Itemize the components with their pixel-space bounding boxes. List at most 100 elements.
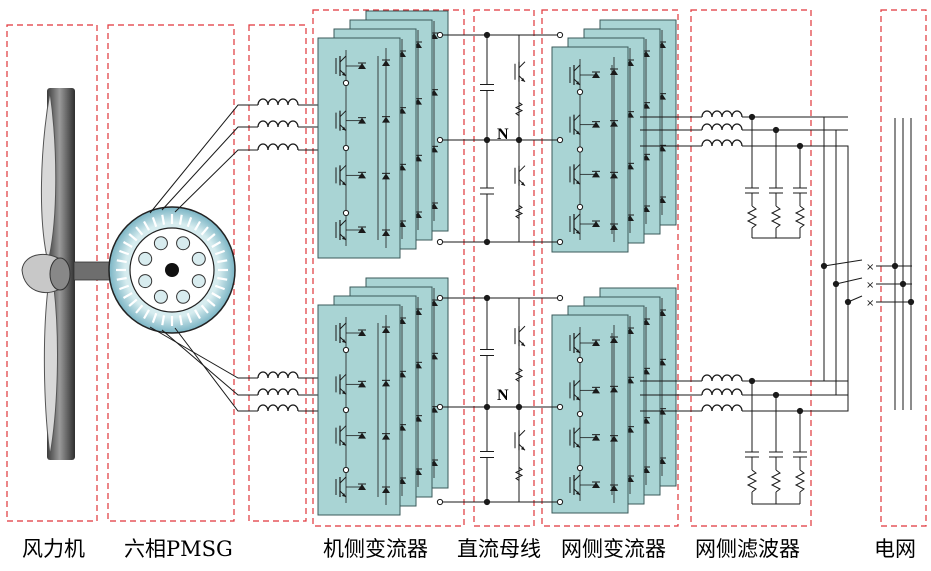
stator-tooth bbox=[186, 312, 193, 323]
diode bbox=[382, 230, 390, 236]
stator-tooth bbox=[151, 217, 158, 228]
breaker-switch bbox=[847, 295, 863, 303]
igbt-switch bbox=[573, 163, 581, 171]
rotor-magnet bbox=[176, 289, 191, 304]
stator-tooth bbox=[217, 276, 228, 281]
stator-tooth bbox=[178, 214, 183, 225]
igbt-switch bbox=[573, 213, 581, 221]
igbt-switch bbox=[573, 474, 581, 482]
damping-resistor bbox=[770, 469, 782, 493]
module-node bbox=[576, 203, 584, 211]
phase-wire-upper bbox=[174, 149, 258, 213]
filter-node bbox=[796, 407, 804, 415]
frame-grid bbox=[880, 9, 927, 527]
stator-tooth bbox=[122, 241, 133, 248]
terminal-node bbox=[436, 498, 444, 506]
diode bbox=[382, 487, 390, 493]
igbt-switch bbox=[573, 64, 581, 72]
terminal-node bbox=[436, 136, 444, 144]
grid-feeder bbox=[820, 302, 849, 412]
stator-tooth bbox=[161, 315, 166, 326]
dc-node bbox=[515, 403, 523, 411]
stator-tooth bbox=[194, 220, 201, 231]
pmsg-icon bbox=[108, 206, 236, 334]
cap-gap bbox=[481, 188, 493, 194]
diode bbox=[382, 327, 390, 333]
igbt-arrow bbox=[521, 77, 525, 82]
brake-resistor bbox=[514, 102, 524, 117]
igbt-switch bbox=[518, 61, 526, 69]
stator-tooth bbox=[128, 233, 138, 242]
stator-tooth bbox=[161, 214, 166, 225]
rotor-magnet bbox=[191, 274, 206, 289]
diode bbox=[382, 433, 390, 440]
breaker-x: × bbox=[866, 262, 874, 273]
label-grid-side-filter: 网侧滤波器 bbox=[695, 537, 800, 561]
igbt-arrow bbox=[342, 181, 346, 186]
inductor-lower bbox=[257, 388, 299, 396]
stator-tooth bbox=[116, 276, 127, 281]
grid-feeder bbox=[820, 116, 825, 266]
label-machine-side-converter: 机侧变流器 bbox=[323, 537, 428, 561]
igbt-arrow bbox=[576, 443, 580, 448]
grid-feeder bbox=[820, 284, 837, 396]
module-node bbox=[576, 356, 584, 364]
wiring bbox=[149, 104, 333, 412]
filter-node bbox=[772, 391, 780, 399]
grid-side-converter-upper bbox=[551, 19, 677, 253]
module-node bbox=[342, 346, 350, 354]
module-node bbox=[576, 410, 584, 418]
igbt-arrow bbox=[342, 493, 346, 497]
igbt-arrow bbox=[576, 81, 580, 85]
igbt-switch bbox=[573, 427, 581, 435]
dc-node bbox=[483, 31, 491, 39]
damping-resistor bbox=[746, 205, 758, 229]
machine-side-converter-lower bbox=[317, 277, 449, 516]
rotor-magnet bbox=[138, 251, 153, 266]
igbt-switch bbox=[573, 379, 581, 387]
damping-resistor bbox=[794, 469, 806, 493]
rotor-magnet bbox=[176, 236, 191, 251]
igbt-switch bbox=[339, 55, 347, 63]
phase-wire-lower bbox=[149, 326, 258, 379]
frame-inductors bbox=[248, 24, 307, 522]
phase-wire-upper bbox=[149, 104, 258, 214]
frame-grid-side-filter bbox=[690, 9, 812, 527]
phase-wire-upper bbox=[161, 126, 258, 211]
cap-gap bbox=[481, 451, 493, 458]
filter-node bbox=[748, 113, 756, 121]
igbt-switch bbox=[339, 322, 347, 330]
igbt-switch bbox=[339, 219, 347, 227]
label-grid-side-converter: 网侧变流器 bbox=[561, 537, 666, 561]
terminal-node bbox=[556, 238, 564, 246]
cap-gap bbox=[481, 349, 493, 356]
module-node bbox=[576, 464, 584, 472]
stator-tooth bbox=[135, 304, 144, 314]
stator-tooth bbox=[214, 249, 225, 256]
igbt-arrow bbox=[521, 446, 525, 451]
neutral-label-top: N bbox=[497, 126, 509, 143]
module-node bbox=[342, 466, 350, 474]
terminal-node bbox=[436, 403, 444, 411]
rotor-magnet bbox=[138, 274, 153, 289]
terminal-node bbox=[436, 31, 444, 39]
igbt-switch bbox=[518, 165, 526, 173]
breaker-x: × bbox=[866, 280, 874, 291]
stator-tooth bbox=[135, 226, 144, 236]
igbt-switch bbox=[518, 325, 526, 333]
dc-node bbox=[483, 136, 491, 144]
stator-tooth bbox=[116, 259, 127, 264]
igbt-arrow bbox=[576, 491, 580, 495]
filter-node bbox=[796, 142, 804, 150]
filter-inductor bbox=[701, 123, 743, 131]
rotor-magnet bbox=[153, 236, 168, 251]
brake-resistor bbox=[514, 205, 524, 219]
generator-shaft bbox=[165, 263, 179, 277]
igbt-arrow bbox=[521, 181, 525, 186]
breaker-switch bbox=[823, 259, 863, 267]
stator-tooth bbox=[194, 309, 201, 320]
rotor-magnet bbox=[191, 251, 206, 266]
breaker-x: × bbox=[866, 298, 874, 309]
